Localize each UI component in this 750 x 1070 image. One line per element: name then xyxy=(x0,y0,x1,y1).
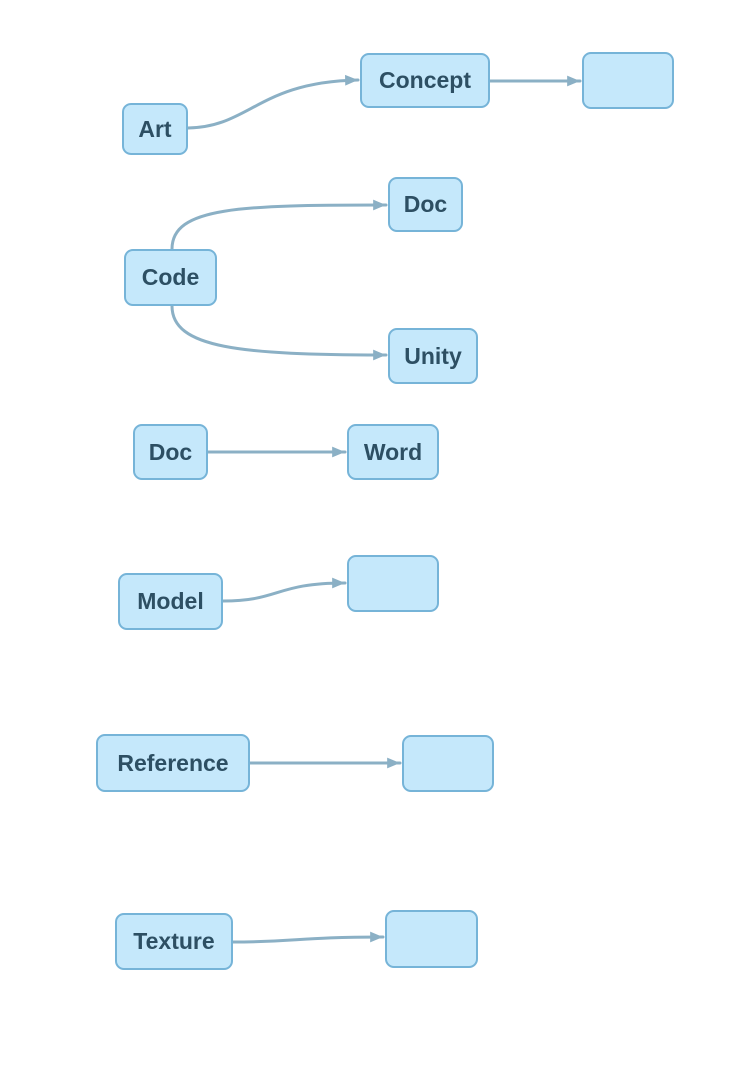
node-label: Unity xyxy=(404,342,462,369)
node-untitled-4[interactable] xyxy=(385,910,478,968)
node-untitled-1[interactable] xyxy=(582,52,674,109)
node-label: Doc xyxy=(403,191,448,217)
node-label: Concept xyxy=(379,67,471,93)
edge-art-to-concept[interactable] xyxy=(186,74,360,130)
node-word[interactable]: Word xyxy=(347,424,439,480)
node-doc-top[interactable]: Doc xyxy=(388,177,463,232)
node-label: Word xyxy=(363,438,423,465)
node-label: Art xyxy=(138,115,172,142)
edge-model-to-untitled-2[interactable] xyxy=(221,577,347,603)
node-label: Doc xyxy=(148,438,193,465)
node-label: Texture xyxy=(133,928,215,954)
node-art[interactable]: Art xyxy=(122,103,188,155)
node-untitled-3[interactable] xyxy=(402,735,494,792)
node-concept[interactable]: Concept xyxy=(360,53,490,108)
edge-code-to-unity[interactable] xyxy=(170,304,388,361)
node-label: Reference xyxy=(117,749,229,776)
node-model[interactable]: Model xyxy=(118,573,223,630)
node-label: Code xyxy=(141,264,200,290)
node-reference[interactable]: Reference xyxy=(96,734,250,792)
edge-texture-to-untitled-4[interactable] xyxy=(231,931,385,944)
edge-code-to-doc-top[interactable] xyxy=(170,199,388,251)
node-unity[interactable]: Unity xyxy=(388,328,478,384)
node-label: Model xyxy=(137,588,204,614)
node-doc[interactable]: Doc xyxy=(133,424,208,480)
node-texture[interactable]: Texture xyxy=(115,913,233,970)
node-untitled-2[interactable] xyxy=(347,555,439,612)
node-code[interactable]: Code xyxy=(124,249,217,306)
